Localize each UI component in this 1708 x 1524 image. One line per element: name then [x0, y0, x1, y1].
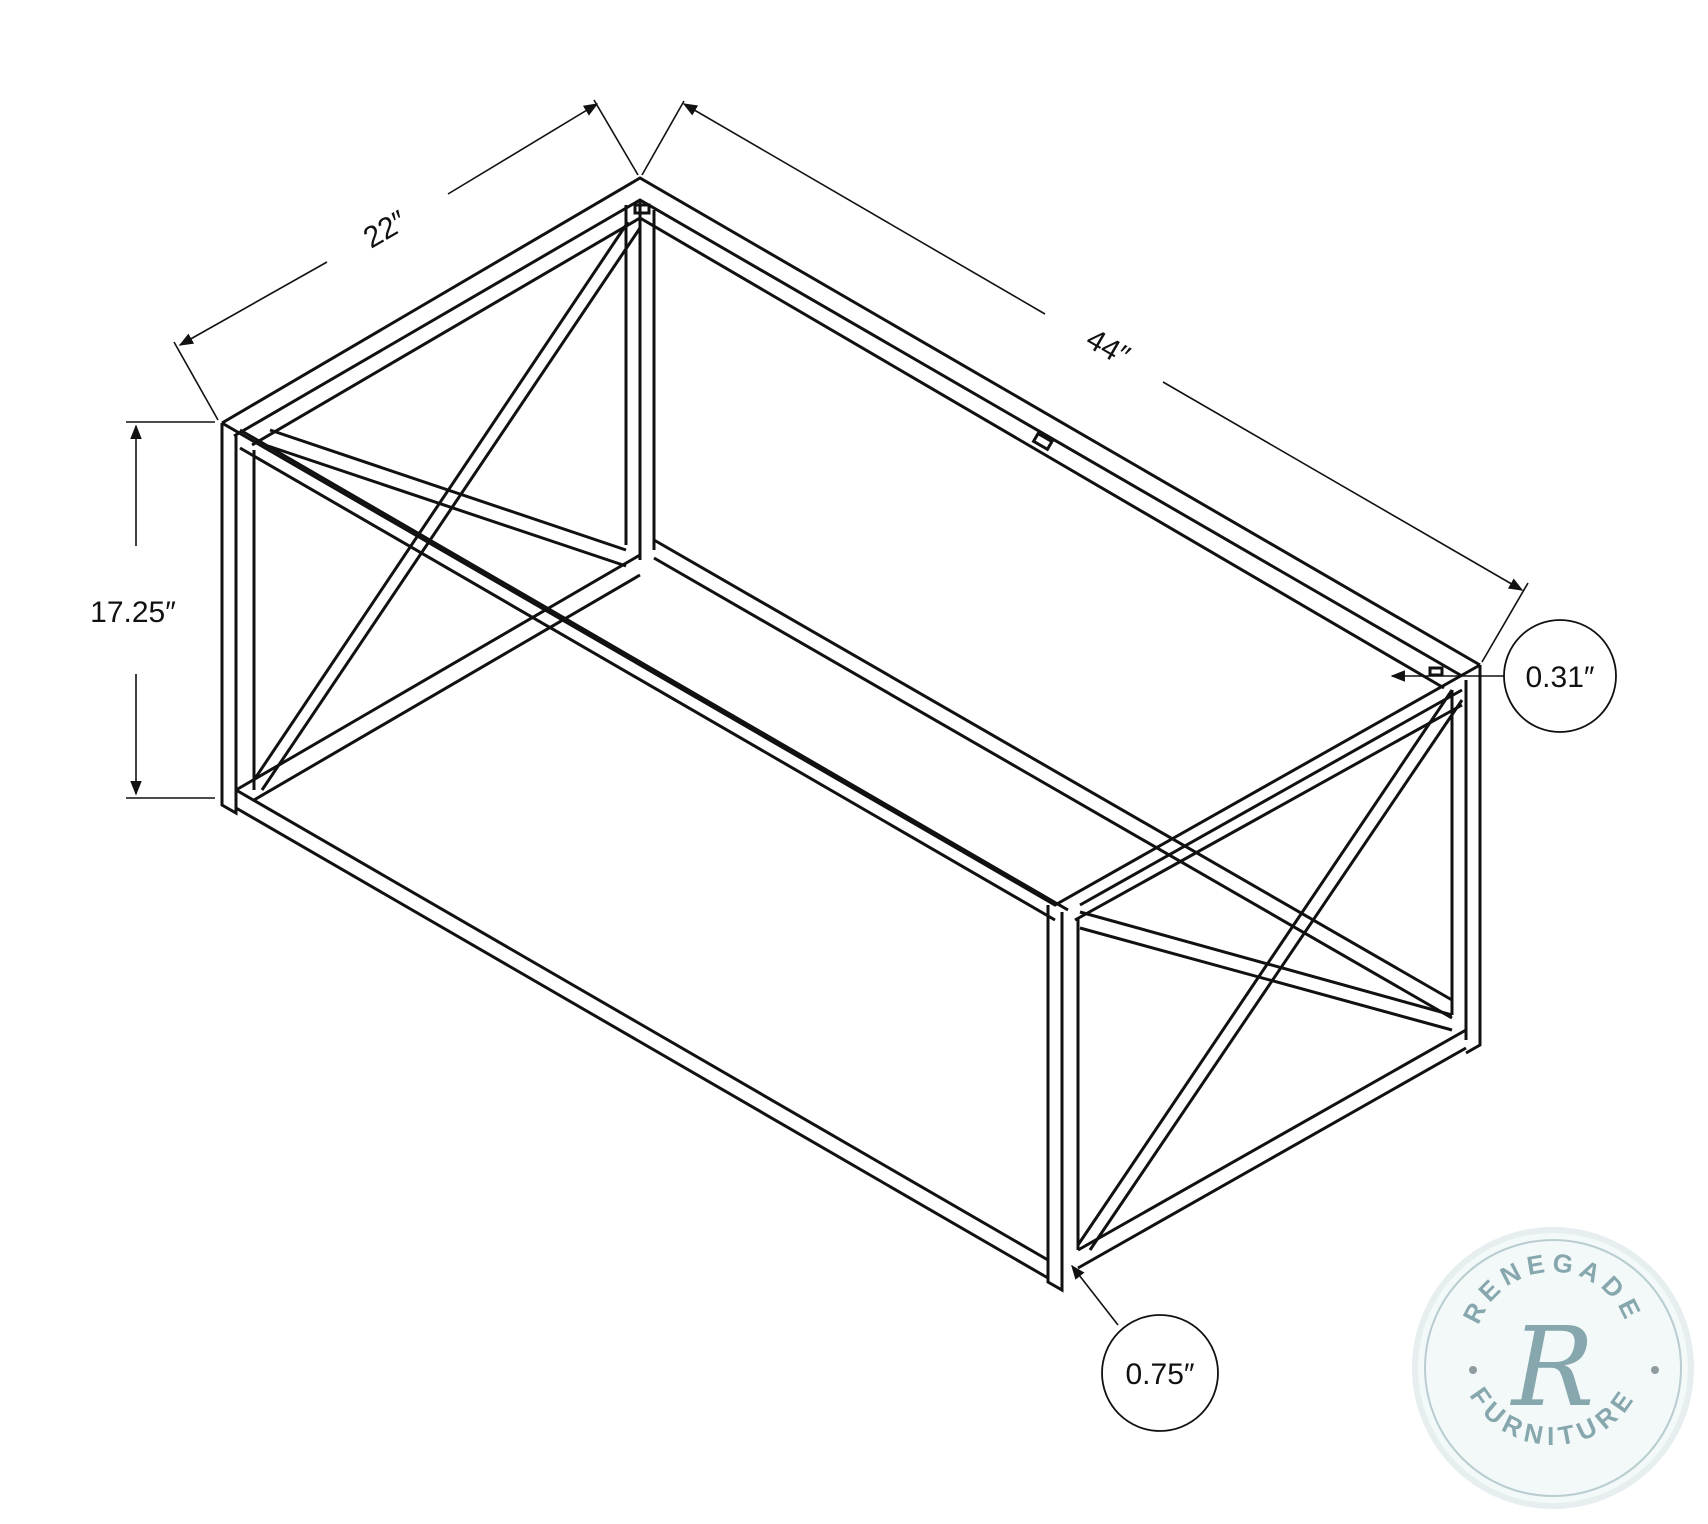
dimension-lines [126, 99, 1529, 1326]
tube-thickness-label: 0.75″ [1125, 1358, 1194, 1391]
height-label: 17.25″ [90, 596, 176, 629]
tube-thickness-callout [1101, 1314, 1219, 1432]
glass-clip [633, 203, 651, 215]
table-frame [220, 176, 1482, 1293]
left-x-brace [252, 221, 642, 791]
renegade-furniture-watermark: RENEGADE FURNITURE R [1412, 1227, 1694, 1509]
width-label: 22″ [358, 204, 413, 255]
glass-clip [1428, 666, 1444, 677]
bottom-frame [235, 538, 1467, 1280]
watermark-monogram: R [1510, 1303, 1595, 1431]
right-x-brace [1076, 689, 1464, 1251]
watermark-dot-icon [1469, 1366, 1477, 1374]
glass-clip [1031, 431, 1054, 452]
top-frame [221, 176, 1481, 922]
length-label: 44″ [1080, 322, 1135, 373]
top-inset-label: 0.31″ [1525, 661, 1594, 694]
legs [220, 200, 1482, 1293]
top-inset-callout [1503, 619, 1617, 733]
watermark-dot-icon [1651, 1366, 1659, 1374]
